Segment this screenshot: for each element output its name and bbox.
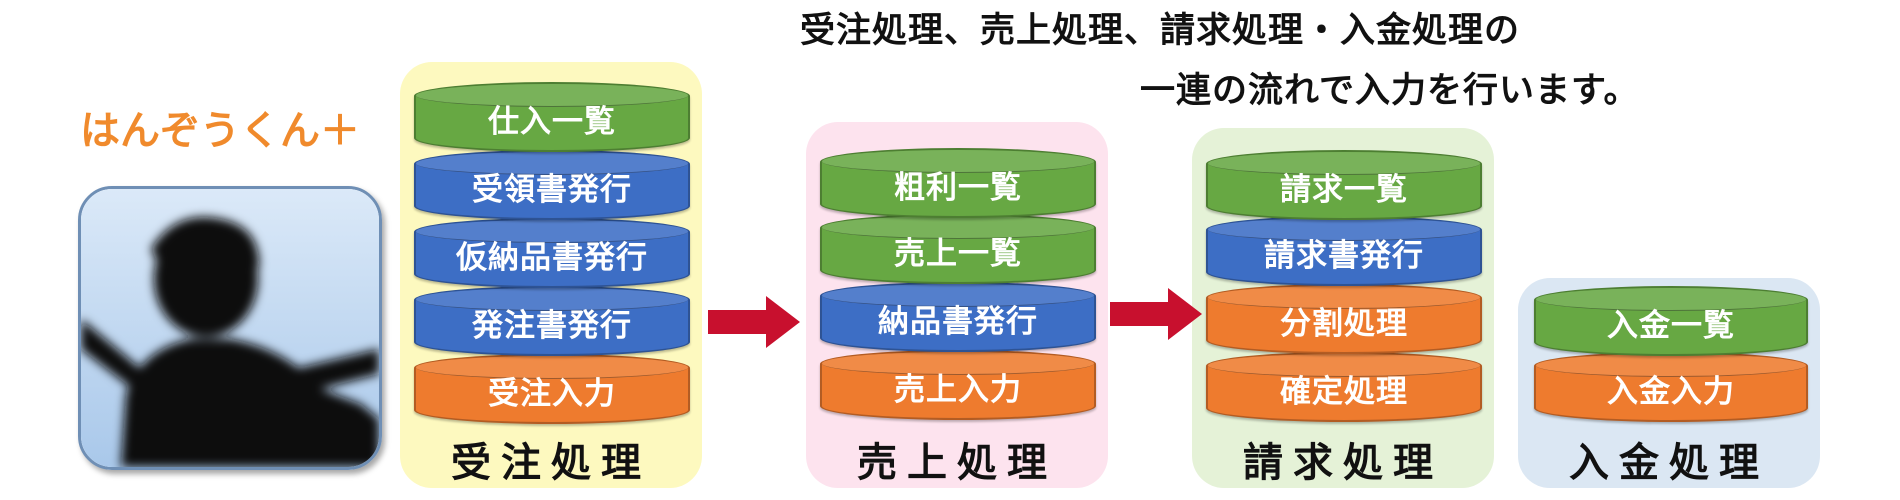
disk-top bbox=[1536, 288, 1806, 311]
process-item[interactable]: 仮納品書発行 bbox=[414, 218, 690, 288]
process-item[interactable]: 分割処理 bbox=[1206, 284, 1482, 354]
disk-top bbox=[1208, 354, 1480, 377]
disk-top bbox=[1208, 152, 1480, 175]
disk-top bbox=[1208, 286, 1480, 309]
disk-top bbox=[416, 356, 688, 379]
silhouette-icon bbox=[81, 189, 379, 467]
process-item-label: 売上一覧 bbox=[894, 236, 1022, 272]
process-item[interactable]: 入金一覧 bbox=[1534, 286, 1808, 356]
process-item-label: 入金入力 bbox=[1607, 374, 1735, 410]
stage-title: 入金処理 bbox=[1569, 440, 1769, 486]
app-icon bbox=[78, 186, 382, 470]
headline-line-2: 一連の流れで入力を行います。 bbox=[1140, 71, 1640, 111]
disk-top bbox=[822, 216, 1094, 239]
process-item[interactable]: 売上一覧 bbox=[820, 214, 1096, 284]
disk-top bbox=[822, 352, 1094, 375]
brand-name: はんぞうくん＋ bbox=[80, 108, 360, 154]
process-item[interactable]: 入金入力 bbox=[1534, 352, 1808, 422]
stage-title: 受注処理 bbox=[451, 440, 651, 486]
process-item[interactable]: 粗利一覧 bbox=[820, 148, 1096, 218]
process-item-label: 粗利一覧 bbox=[894, 170, 1022, 206]
arrow-right-icon bbox=[708, 296, 800, 348]
process-item[interactable]: 請求書発行 bbox=[1206, 216, 1482, 286]
process-item-label: 受注入力 bbox=[488, 376, 616, 412]
disk-top bbox=[416, 152, 688, 175]
disk-top bbox=[416, 288, 688, 311]
process-item[interactable]: 納品書発行 bbox=[820, 282, 1096, 352]
process-item[interactable]: 売上入力 bbox=[820, 350, 1096, 420]
process-item-label: 分割処理 bbox=[1280, 306, 1408, 342]
process-item[interactable]: 仕入一覧 bbox=[414, 82, 690, 152]
process-item[interactable]: 発注書発行 bbox=[414, 286, 690, 356]
process-item-label: 仮納品書発行 bbox=[456, 240, 648, 276]
process-item-label: 売上入力 bbox=[894, 372, 1022, 408]
disk-top bbox=[1208, 218, 1480, 241]
process-item[interactable]: 確定処理 bbox=[1206, 352, 1482, 422]
process-item[interactable]: 請求一覧 bbox=[1206, 150, 1482, 220]
disk-top bbox=[416, 84, 688, 107]
process-item-label: 請求一覧 bbox=[1280, 172, 1408, 208]
disk-top bbox=[822, 150, 1094, 173]
process-item-label: 発注書発行 bbox=[472, 308, 632, 344]
process-item-label: 請求書発行 bbox=[1264, 238, 1424, 274]
process-item[interactable]: 受注入力 bbox=[414, 354, 690, 424]
process-item-label: 入金一覧 bbox=[1607, 308, 1735, 344]
process-item-label: 納品書発行 bbox=[878, 304, 1038, 340]
process-item-label: 仕入一覧 bbox=[488, 104, 616, 140]
stage-title: 売上処理 bbox=[857, 440, 1057, 486]
process-item-label: 確定処理 bbox=[1280, 374, 1408, 410]
arrow-right-icon bbox=[1110, 288, 1202, 340]
disk-top bbox=[822, 284, 1094, 307]
process-item-label: 受領書発行 bbox=[472, 172, 632, 208]
process-item[interactable]: 受領書発行 bbox=[414, 150, 690, 220]
disk-top bbox=[1536, 354, 1806, 377]
disk-top bbox=[416, 220, 688, 243]
headline-line-1: 受注処理、売上処理、請求処理・入金処理の bbox=[800, 11, 1521, 51]
stage-title: 請求処理 bbox=[1243, 440, 1443, 486]
